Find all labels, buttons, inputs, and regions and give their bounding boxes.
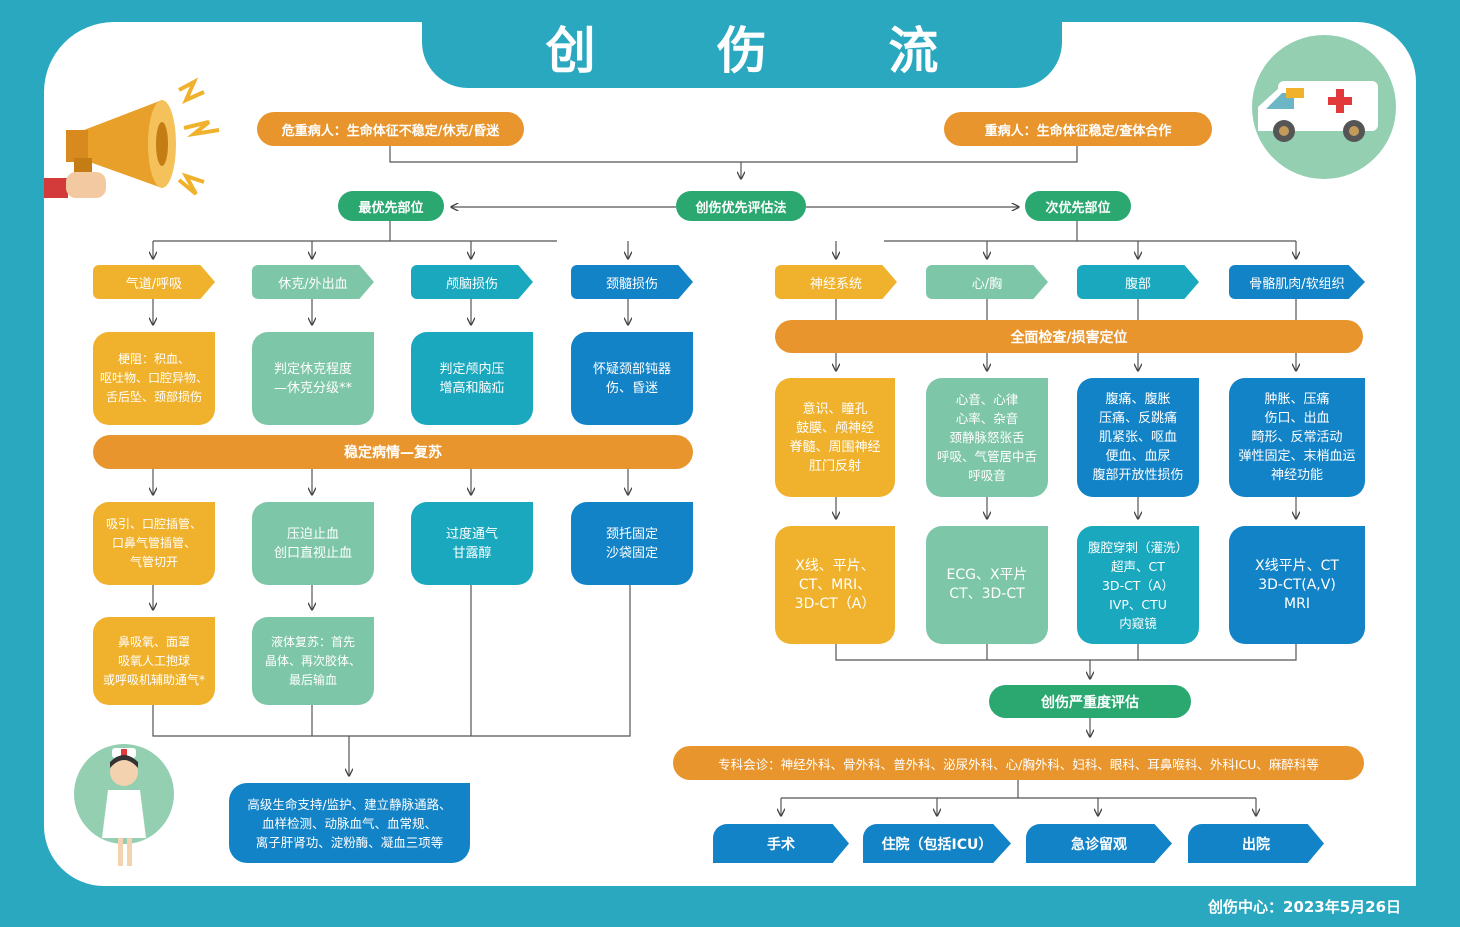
- tag-chest: 心/胸: [926, 265, 1048, 299]
- critical-patient-box: 危重病人：生命体征不稳定/休克/昏迷: [257, 112, 524, 146]
- exit-emergency-observation: 急诊留观: [1026, 824, 1172, 863]
- title-tab: [422, 0, 1062, 88]
- tag-brain-injury: 颅脑损伤: [411, 265, 533, 299]
- tag-spinal-injury: 颈髓损伤: [571, 265, 693, 299]
- exit-discharge: 出院: [1188, 824, 1324, 863]
- card-spinal-suspect: 怀疑颈部钝器 伤、昏迷: [571, 332, 693, 425]
- priority-evaluation-box: 创伤优先评估法: [676, 191, 806, 221]
- tag-musculoskeletal: 骨骼肌肉/软组织: [1229, 265, 1365, 299]
- ambulance-icon: [1252, 35, 1396, 179]
- tag-shock: 休克/外出血: [252, 265, 374, 299]
- advanced-life-support-box: 高级生命支持/监护、建立静脉通路、 血样检测、动脉血气、血常规、 离子肝肾功、淀…: [229, 783, 470, 863]
- card-neuro-exam: 意识、瞳孔 鼓膜、颅神经 脊髓、周围神经 肛门反射: [775, 378, 895, 497]
- consultation-bar: 专科会诊：神经外科、骨外科、普外科、泌尿外科、心/胸外科、妇科、眼科、耳鼻喉科、…: [673, 746, 1364, 780]
- serious-patient-box: 重病人：生命体征稳定/查体合作: [944, 112, 1212, 146]
- card-chest-imaging: ECG、X平片 CT、3D-CT: [926, 526, 1048, 644]
- card-abdomen-exam: 腹痛、腹胀 压痛、反跳痛 肌紧张、呕血 便血、血尿 腹部开放性损伤: [1077, 378, 1199, 497]
- card-intubation: 吸引、口腔插管、 口鼻气管插管、 气管切开: [93, 502, 215, 585]
- card-abdomen-imaging: 腹腔穿刺（灌洗） 超声、CT 3D-CT（A） IVP、CTU 内窥镜: [1077, 526, 1199, 644]
- first-priority-box: 最优先部位: [338, 191, 444, 221]
- tag-airway: 气道/呼吸: [93, 265, 215, 299]
- card-shock-grade: 判定休克程度 —休克分级**: [252, 332, 374, 425]
- tag-abdomen: 腹部: [1077, 265, 1199, 299]
- card-hyperventilation: 过度通气 甘露醇: [411, 502, 533, 585]
- card-musculoskeletal-exam: 肿胀、压痛 伤口、出血 畸形、反常活动 弹性固定、末梢血运 神经功能: [1229, 378, 1365, 497]
- tag-nervous-system: 神经系统: [775, 265, 897, 299]
- footer-date: 创伤中心：2023年5月26日: [1208, 898, 1402, 916]
- page-title: 创 伤 流 程 图: [545, 22, 991, 150]
- card-neck-fixation: 颈托固定 沙袋固定: [571, 502, 693, 585]
- card-chest-exam: 心音、心律 心率、杂音 颈静脉怒张舌 呼吸、气管居中舌 呼吸音: [926, 378, 1048, 497]
- exit-surgery: 手术: [713, 824, 849, 863]
- nurse-icon: [74, 744, 174, 871]
- stabilize-bar: 稳定病情—复苏: [93, 435, 693, 469]
- second-priority-box: 次优先部位: [1025, 191, 1131, 221]
- card-fluid-resuscitation: 液体复苏：首先 晶体、再次胶体、 最后输血: [252, 617, 374, 705]
- megaphone-icon: [44, 77, 220, 198]
- card-intracranial-pressure: 判定颅内压 增高和脑疝: [411, 332, 533, 425]
- card-neuro-imaging: X线、平片、 CT、MRI、 3D-CT（A）: [775, 526, 895, 644]
- severity-assessment-box: 创伤严重度评估: [989, 685, 1191, 718]
- card-hemostasis: 压迫止血 创口直视止血: [252, 502, 374, 585]
- card-airway-obstruction: 梗阻：积血、 呕吐物、口腔异物、 舌后坠、颈部损伤: [93, 332, 215, 425]
- exit-hospitalization: 住院（包括ICU）: [863, 824, 1011, 863]
- card-musculoskeletal-imaging: X线平片、CT 3D-CT(A,V) MRI: [1229, 526, 1365, 644]
- card-oxygen: 鼻吸氧、面罩 吸氧人工抱球 或呼吸机辅助通气*: [93, 617, 215, 705]
- full-exam-bar: 全面检查/损害定位: [775, 320, 1363, 353]
